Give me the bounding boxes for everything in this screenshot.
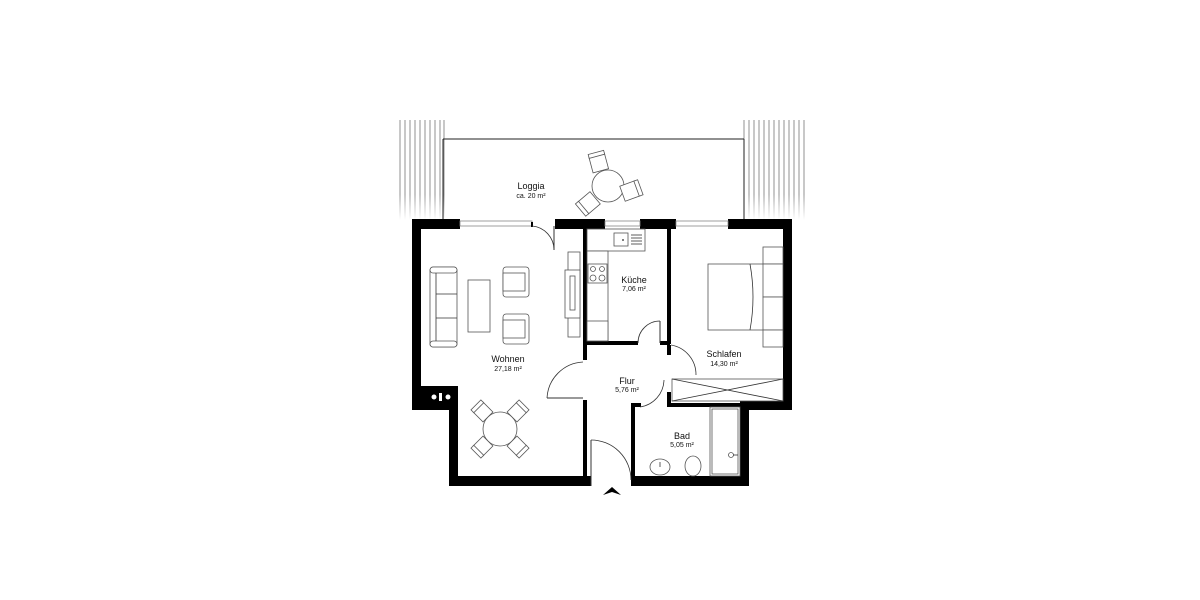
loggia-door[interactable]	[531, 222, 555, 251]
bathroom-door[interactable]	[639, 379, 665, 408]
entrance-arrow-icon	[603, 487, 621, 495]
room-area-schlafen: 14,30 m²	[710, 361, 738, 368]
room-label-loggia: Loggia	[517, 181, 544, 191]
room-area-bad: 5,05 m²	[670, 442, 694, 449]
loggia-railing-right	[740, 120, 808, 220]
kitchen-sink	[613, 232, 642, 247]
loggia-outline	[442, 138, 745, 220]
wardrobe	[671, 378, 784, 402]
washbasin	[649, 458, 671, 476]
kitchen-door[interactable]	[637, 320, 661, 344]
entrance-door[interactable]	[590, 439, 632, 486]
armchair-2	[502, 313, 530, 345]
room-label-bad: Bad	[674, 431, 690, 441]
room-label-schlafen: Schlafen	[706, 349, 741, 359]
room-label-wohnen: Wohnen	[491, 354, 524, 364]
loggia-railing-left	[396, 120, 448, 220]
room-area-flur: 5,76 m²	[615, 387, 639, 394]
armchair-1	[502, 266, 530, 298]
room-area-wohnen: 27,18 m²	[494, 366, 522, 373]
utility-shaft	[431, 393, 451, 401]
room-label-flur: Flur	[619, 376, 635, 386]
bathtub	[709, 406, 741, 477]
loggia-table-set	[574, 149, 644, 217]
nightstands-headboard	[762, 246, 784, 348]
living-room-door[interactable]	[546, 361, 584, 399]
double-bed	[707, 263, 765, 331]
toilet	[684, 455, 702, 477]
sofa	[429, 266, 458, 348]
coffee-table	[467, 279, 491, 333]
tv-sideboard	[564, 251, 581, 338]
bedroom-door[interactable]	[670, 344, 697, 376]
kitchen-stove	[587, 263, 608, 284]
walls	[412, 219, 792, 486]
dining-table-set	[470, 399, 530, 459]
room-area-loggia: ca. 20 m²	[516, 193, 546, 200]
room-label-kueche: Küche	[621, 275, 647, 285]
room-area-kueche: 7,06 m²	[622, 286, 646, 293]
